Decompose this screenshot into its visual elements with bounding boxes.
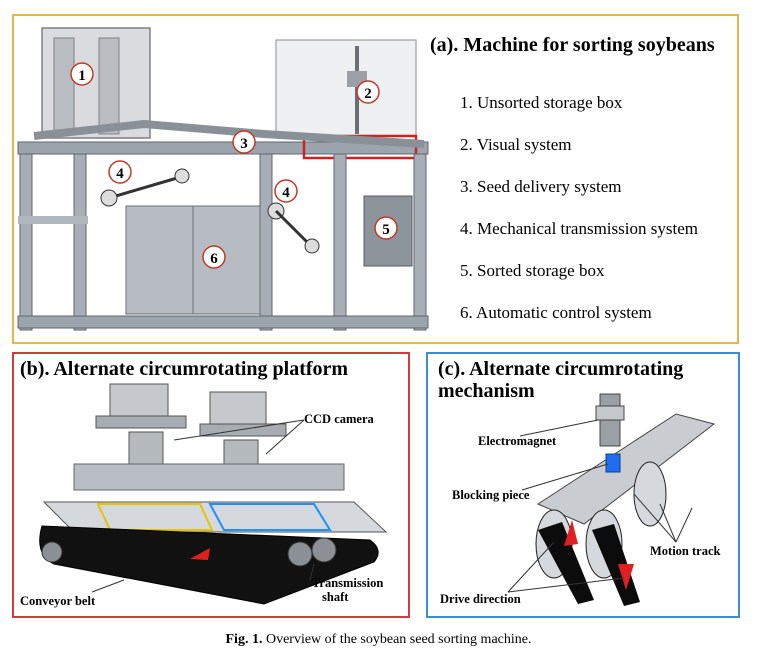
platform-illustration [39, 383, 388, 605]
marker-4a: 4 [108, 160, 132, 184]
label-ccd-camera: CCD camera [304, 412, 374, 426]
legend-item-5: 5. Sorted storage box [460, 261, 605, 280]
label-blocking-piece: Blocking piece [452, 488, 530, 502]
legend-item-1: 1. Unsorted storage box [460, 93, 623, 112]
legend-list: 1. Unsorted storage box 2. Visual system… [460, 82, 698, 334]
mechanism-illustration [507, 393, 716, 606]
panel-b-title: (b). Alternate circumrotating platform [20, 358, 349, 380]
svg-text:6: 6 [210, 251, 218, 267]
marker-4b: 4 [274, 179, 298, 203]
legend-item-6: 6. Automatic control system [460, 303, 652, 322]
machine-illustration: 1 2 3 4 4 5 6 [17, 27, 429, 331]
caption-text: Overview of the soybean seed sorting mac… [265, 632, 532, 647]
label-drive-direction: Drive direction [440, 592, 521, 606]
marker-2: 2 [356, 80, 380, 104]
svg-text:2: 2 [364, 86, 372, 102]
caption-label: Fig. 1. [225, 632, 263, 647]
label-motion-track: Motion track [650, 544, 721, 558]
svg-text:5: 5 [382, 222, 390, 238]
svg-text:4: 4 [282, 185, 290, 201]
marker-6: 6 [202, 245, 226, 269]
marker-1: 1 [70, 62, 94, 86]
label-transmission-shaft-line2: shaft [322, 590, 349, 604]
svg-text:3: 3 [240, 136, 248, 152]
label-electromagnet: Electromagnet [478, 434, 557, 448]
legend-item-3: 3. Seed delivery system [460, 177, 622, 196]
label-conveyor-belt: Conveyor belt [20, 594, 96, 608]
legend-item-2: 2. Visual system [460, 135, 572, 154]
panel-a-title: (a). Machine for sorting soybeans [430, 34, 715, 56]
label-transmission-shaft-line1: Transmission [312, 576, 384, 590]
figure-caption: Fig. 1. Overview of the soybean seed sor… [0, 632, 757, 648]
svg-text:4: 4 [116, 166, 124, 182]
marker-5: 5 [374, 216, 398, 240]
panel-a-machine: 1 2 3 4 4 5 6 [12, 14, 739, 344]
svg-text:1: 1 [78, 68, 86, 84]
marker-3: 3 [232, 130, 256, 154]
legend-item-4: 4. Mechanical transmission system [460, 219, 698, 238]
panel-c-mechanism: (c). Alternate circumrotating mechanism [426, 352, 740, 618]
panel-c-title: (c). Alternate circumrotating mechanism [438, 358, 684, 402]
panel-b-platform: (b). Alternate circumrotating platform [12, 352, 410, 618]
